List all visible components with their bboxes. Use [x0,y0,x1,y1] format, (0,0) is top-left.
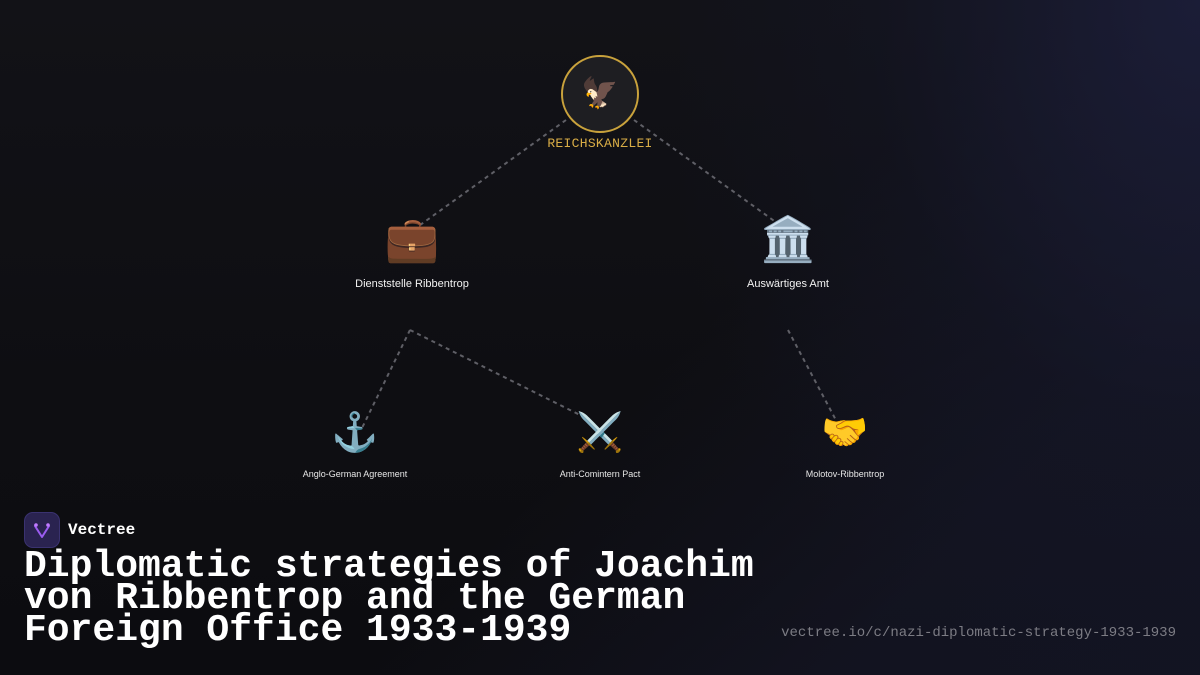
node-label: REICHSKANZLEI [547,136,653,151]
classical-building-icon: 🏛️ [760,215,816,264]
node-anti-comintern-pact[interactable]: ⚔️ Anti-Comintern Pact [520,410,680,479]
node-label: Anglo-German Agreement [302,469,408,479]
anchor-icon: ⚓ [331,412,379,454]
node-auswaertiges-amt[interactable]: 🏛️ Auswärtiges Amt [698,214,878,290]
edge-root-auswaertiges-amt [633,119,785,229]
source-url[interactable]: vectree.io/c/nazi-diplomatic-strategy-19… [781,625,1176,641]
edge-root-dienststelle [415,119,567,229]
eagle-icon: 🦅 [561,55,639,133]
edge-dienststelle-anti-comintern [409,329,591,421]
page-title: Diplomatic strategies of Joachim von Rib… [24,545,754,652]
node-molotov-ribbentrop[interactable]: 🤝 Molotov-Ribbentrop [765,410,925,479]
node-label: Auswärtiges Amt [747,278,829,290]
edge-auswaertiges-amt-molotov [787,329,839,425]
node-label: Anti-Comintern Pact [559,469,641,479]
edge-dienststelle-anglo-german [361,329,411,429]
vectree-logo-icon [24,512,60,548]
brand: Vectree [24,512,135,548]
node-reichskanzlei[interactable]: 🦅 REICHSKANZLEI [540,55,660,151]
briefcase-icon: 💼 [384,215,440,264]
brand-name: Vectree [68,521,136,539]
node-dienststelle-ribbentrop[interactable]: 💼 Dienststelle Ribbentrop [322,214,502,290]
crossed-swords-icon: ⚔️ [576,412,624,454]
node-anglo-german-agreement[interactable]: ⚓ Anglo-German Agreement [275,410,435,479]
node-label: Dienststelle Ribbentrop [355,278,469,290]
node-label: Molotov-Ribbentrop [805,469,885,479]
handshake-icon: 🤝 [821,412,869,454]
